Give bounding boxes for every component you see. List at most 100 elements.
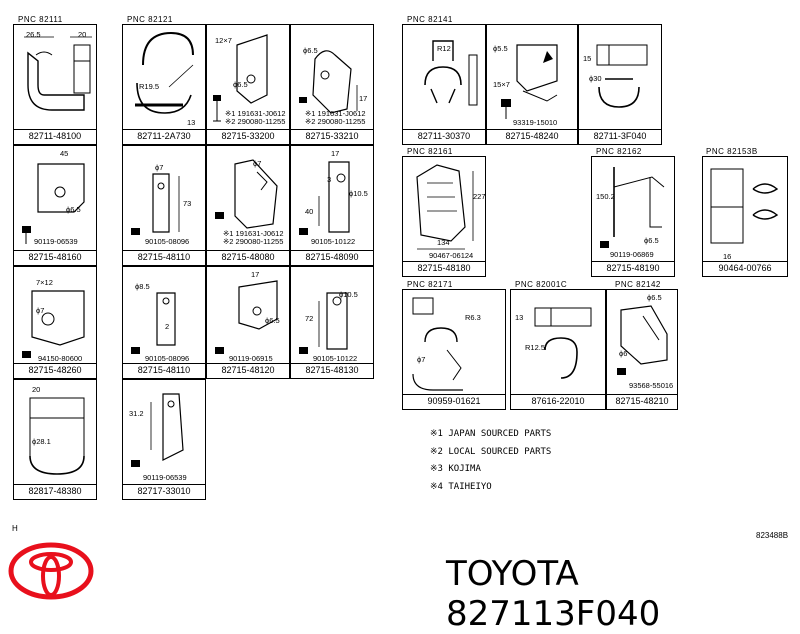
dim-label: ϕ7	[417, 355, 426, 364]
dim-label: 134	[437, 238, 450, 247]
part-cell-82715-48190: 150.2 ϕ6.5 90119-06869 82715-48190	[591, 156, 675, 277]
pnc-82162: PNC 82162	[596, 147, 642, 156]
part-number: 82715-48130	[291, 363, 373, 378]
part-cell-82715-48110: ϕ7 73 90105-08096 82715-48110	[122, 145, 206, 266]
part-number: 82717-33010	[123, 484, 205, 499]
pnc-82142: PNC 82142	[615, 280, 661, 289]
dim-label: ϕ10.5	[339, 290, 358, 299]
legend-item: ※1 JAPAN SOURCED PARTS	[430, 429, 552, 439]
part-drawing	[29, 397, 85, 475]
dim-label: 227	[473, 192, 486, 201]
part-number: 90959-01621	[403, 394, 505, 409]
part-cell-82715-48130: ϕ10.5 72 90105-10122 82715-48130	[290, 266, 374, 379]
legend-item: ※3 KOJIMA	[430, 464, 481, 474]
part-cell-82715-48110-b: ϕ8.5 2 90105-08096 82715-48110	[122, 266, 206, 379]
part-cell-82711-3f040: 15 ϕ30 82711-3F040	[578, 24, 662, 145]
part-drawing	[131, 393, 184, 467]
legend-item: ※2 LOCAL SOURCED PARTS	[430, 446, 552, 457]
part-number: 87616-22010	[511, 394, 605, 409]
part-number: 82715-48110	[123, 250, 205, 265]
part-cell-90959-01621: R6.3 ϕ7 90959-01621	[402, 289, 506, 410]
dim-label: ϕ6.5	[303, 46, 318, 55]
part-number: 82715-33200	[207, 129, 289, 144]
dim-label: ※2 290080-11255	[305, 117, 366, 126]
part-drawing	[22, 163, 85, 244]
dim-label: 90119-06539	[34, 237, 78, 246]
part-cell-87616-22010: 13 R12.5 87616-22010	[510, 289, 606, 410]
part-drawing	[24, 36, 92, 111]
part-number: 82715-48090	[291, 250, 373, 265]
part-drawing	[213, 34, 268, 122]
dim-label: 90119-06539	[143, 473, 187, 482]
toyota-logo	[8, 542, 94, 600]
dim-label: 20	[78, 30, 87, 39]
legend: ※1 JAPAN SOURCED PARTS ※2 LOCAL SOURCED …	[430, 426, 551, 496]
part-number: 82715-48160	[14, 250, 96, 265]
dim-label: 17	[251, 270, 260, 279]
dim-label: 2	[165, 322, 170, 331]
part-drawing	[416, 164, 474, 250]
part-drawing	[135, 31, 194, 114]
legend-item: ※4 TAIHEIYO	[430, 481, 492, 492]
dim-label: ϕ28.1	[32, 437, 51, 446]
part-number: 82715-48110	[123, 363, 205, 378]
part-number: 82715-48120	[207, 363, 289, 378]
dim-label: ϕ7	[155, 163, 164, 172]
part-cell-90464-00766: 16 90464-00766	[702, 156, 788, 277]
part-cell-82711-30370: R12 82711-30370	[402, 24, 486, 145]
diagram-marker: H	[12, 524, 18, 533]
part-drawing	[424, 40, 478, 106]
dim-label: ϕ6.5	[233, 80, 248, 89]
dim-label: 93319-15010	[513, 118, 558, 127]
dim-label: 45	[60, 149, 69, 158]
part-number: 82711-30370	[403, 129, 485, 144]
part-drawing	[534, 307, 592, 379]
dim-label: 90105-10122	[311, 237, 356, 246]
part-cell-82715-48180: 227 134 90467-06124 82715-48180	[402, 156, 486, 277]
dim-label: ϕ8.5	[135, 282, 150, 291]
dim-label: 93568-55016	[629, 381, 674, 390]
dim-label: 15	[583, 54, 592, 63]
dim-label: 94150-80600	[38, 354, 83, 363]
part-cell-82711-2a730: R19.5 13 82711-2A730	[122, 24, 206, 145]
part-cell-82817-48380: 20 ϕ28.1 82817-48380	[13, 379, 97, 500]
part-cell-82715-48260: 7×12 ϕ7 94150-80600 82715-48260	[13, 266, 97, 379]
part-drawing	[617, 305, 668, 375]
part-drawing	[215, 159, 278, 229]
dim-label: 72	[305, 314, 314, 323]
part-number: 82715-48190	[592, 261, 674, 276]
dim-label: ※2 290080-11255	[225, 117, 286, 126]
part-drawing	[215, 280, 278, 354]
part-number: 82711-48100	[14, 129, 96, 144]
dim-label: ϕ6.5	[644, 236, 659, 245]
pnc-82121: PNC 82121	[127, 15, 173, 24]
dim-label: 7×12	[36, 278, 53, 287]
part-drawing	[131, 173, 180, 235]
part-number: 90464-00766	[703, 261, 787, 276]
dim-label: ※2 290080-11255	[223, 237, 284, 246]
figure-number: 823488B	[756, 531, 789, 540]
dim-label: ϕ6.5	[265, 316, 280, 325]
dim-label: 150.2	[596, 192, 615, 201]
part-cell-82715-48240: ϕ5.5 15×7 93319-15010 82715-48240	[486, 24, 578, 145]
dim-label: ϕ5.5	[493, 44, 508, 53]
dim-label: ※1 191631-J0612	[305, 109, 366, 118]
dim-label: 13	[187, 118, 196, 127]
dim-label: ※1 191631-J0612	[225, 109, 286, 118]
brand-part-number: TOYOTA 827113F040	[446, 554, 661, 634]
pnc-82001c: PNC 82001C	[515, 280, 568, 289]
part-cell-82711-48100: 26.5 20 82711-48100	[13, 24, 97, 145]
pnc-82111: PNC 82111	[18, 15, 63, 24]
dim-label: ※1 191631-J0612	[223, 229, 284, 238]
part-drawing	[299, 161, 350, 235]
part-number: 82711-2A730	[123, 129, 205, 144]
dim-label: R19.5	[139, 82, 160, 91]
part-cell-82717-33010: 31.2 90119-06539 82717-33010	[122, 379, 206, 500]
dim-label: 40	[305, 207, 314, 216]
dim-label: 90105-08096	[145, 237, 190, 246]
dim-label: 73	[183, 199, 192, 208]
dim-label: ϕ6.5	[647, 293, 662, 302]
pnc-82141: PNC 82141	[407, 15, 453, 24]
dim-label: ϕ10.5	[349, 189, 368, 198]
dim-label: ϕ30	[589, 74, 602, 83]
